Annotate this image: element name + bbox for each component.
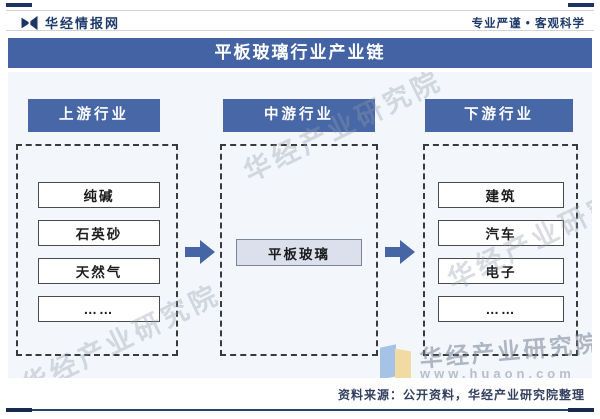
watermark-logo-mark [380, 344, 420, 378]
brand-block: 华经情报网 [20, 13, 120, 32]
brand-name: 华经情报网 [45, 16, 121, 31]
industry-chain-diagram: 华经产业研究院 华经产业研究院 华经产业研究院 华经产业研究院 www.huao… [8, 72, 592, 378]
downstream-item-automobile: 汽车 [438, 220, 564, 246]
downstream-group-box [423, 144, 578, 356]
column-header-midstream: 中游行业 [223, 99, 375, 132]
upstream-item-quartz-sand: 石英砂 [38, 220, 160, 246]
column-header-upstream: 上游行业 [28, 99, 160, 132]
watermark-logo-yellow-shape [395, 348, 411, 378]
watermark-logo-blue-shape [380, 344, 396, 378]
top-left-accent-bar [6, 3, 32, 7]
column-header-downstream: 下游行业 [425, 99, 573, 132]
top-right-accent-bar [568, 3, 594, 7]
midstream-group-box [220, 144, 378, 356]
upstream-group-box [16, 144, 178, 356]
upstream-item-soda-ash: 纯碱 [38, 182, 160, 208]
brand-slogan: 专业严谨 • 客观科学 [471, 18, 585, 30]
upstream-item-ellipsis: …… [38, 296, 160, 322]
bottom-right-accent-bar [568, 408, 594, 412]
brand-logo-icon [21, 15, 38, 30]
downstream-item-ellipsis: …… [438, 296, 564, 322]
upstream-to-midstream-arrow-icon [185, 240, 215, 264]
data-source-note: 资料来源：公开资料，华经产业研究院整理 [337, 388, 585, 402]
midstream-item-flat-glass: 平板玻璃 [236, 239, 362, 266]
watermark-url: www.huaon.com [420, 366, 575, 378]
bottom-left-accent-bar [6, 408, 32, 412]
top-rule [6, 10, 594, 11]
page-title: 平板玻璃行业产业链 [8, 38, 592, 68]
midstream-to-downstream-arrow-icon [385, 240, 415, 264]
upstream-item-natural-gas: 天然气 [38, 258, 160, 284]
bottom-rule [6, 409, 594, 411]
downstream-item-construction: 建筑 [438, 182, 564, 208]
downstream-item-electronics: 电子 [438, 258, 564, 284]
header-divider-rule [6, 30, 594, 31]
